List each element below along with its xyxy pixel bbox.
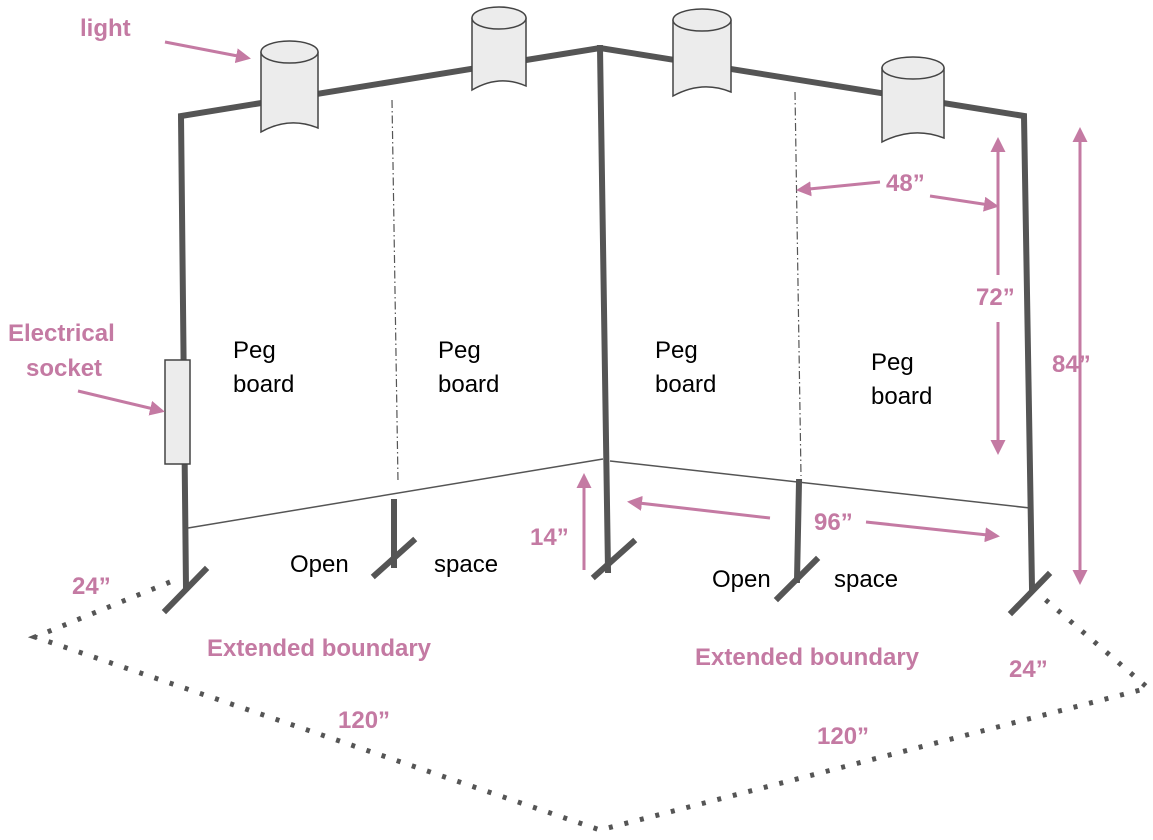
frame-feet bbox=[161, 536, 1053, 617]
pegboard-3-line1: Peg bbox=[655, 337, 698, 364]
light-fixture-1 bbox=[260, 40, 319, 134]
open-space-right-open: Open bbox=[712, 566, 771, 593]
display-frame bbox=[177, 44, 1036, 592]
socket-pointer-arrow bbox=[77, 389, 165, 416]
extended-boundary-outline bbox=[27, 579, 1153, 833]
dim-120-left-label: 120” bbox=[338, 707, 390, 734]
pegboard-3-line2: board bbox=[655, 371, 716, 398]
pegboard-2-line1: Peg bbox=[438, 337, 481, 364]
dim-96-arrow-right bbox=[865, 520, 1000, 543]
pegboard-4-line2: board bbox=[871, 383, 932, 410]
dim-48-arrow-left bbox=[796, 180, 881, 197]
electrical-socket-box bbox=[164, 359, 191, 465]
dim-48-label: 48” bbox=[886, 170, 925, 197]
open-space-left-open: Open bbox=[290, 551, 349, 578]
light-fixture-2 bbox=[471, 6, 527, 92]
dim-96-arrow-left bbox=[627, 495, 771, 520]
pegboard-2-line2: board bbox=[438, 371, 499, 398]
dim-72-label: 72” bbox=[976, 284, 1015, 311]
lower-rail-right bbox=[609, 460, 1031, 509]
pegboard-4-line1: Peg bbox=[871, 349, 914, 376]
light-label: light bbox=[80, 15, 131, 42]
panel-divider-right bbox=[794, 91, 802, 477]
dim-24-left-label: 24” bbox=[72, 573, 111, 600]
light-fixture-4 bbox=[881, 56, 945, 144]
dim-48-arrow-right bbox=[929, 194, 999, 212]
socket-label-line2: socket bbox=[26, 355, 102, 382]
open-space-left-space: space bbox=[434, 551, 498, 578]
pegboard-1-line2: board bbox=[233, 371, 294, 398]
dim-84-label: 84” bbox=[1052, 351, 1091, 378]
open-space-right-space: space bbox=[834, 566, 898, 593]
panel-divider-left bbox=[391, 99, 399, 483]
dim-96-label: 96” bbox=[814, 509, 853, 536]
light-pointer-arrow bbox=[164, 40, 251, 64]
dim-14-label: 14” bbox=[530, 524, 569, 551]
socket-label-line1: Electrical bbox=[8, 320, 115, 347]
pegboard-1-line1: Peg bbox=[233, 337, 276, 364]
lower-rail-left bbox=[187, 458, 604, 529]
extended-boundary-right-label: Extended boundary bbox=[695, 644, 920, 671]
dim-120-right-label: 120” bbox=[817, 723, 869, 750]
light-fixture-3 bbox=[672, 8, 732, 98]
dim-24-right-label: 24” bbox=[1009, 656, 1048, 683]
extended-boundary-left-label: Extended boundary bbox=[207, 635, 432, 662]
